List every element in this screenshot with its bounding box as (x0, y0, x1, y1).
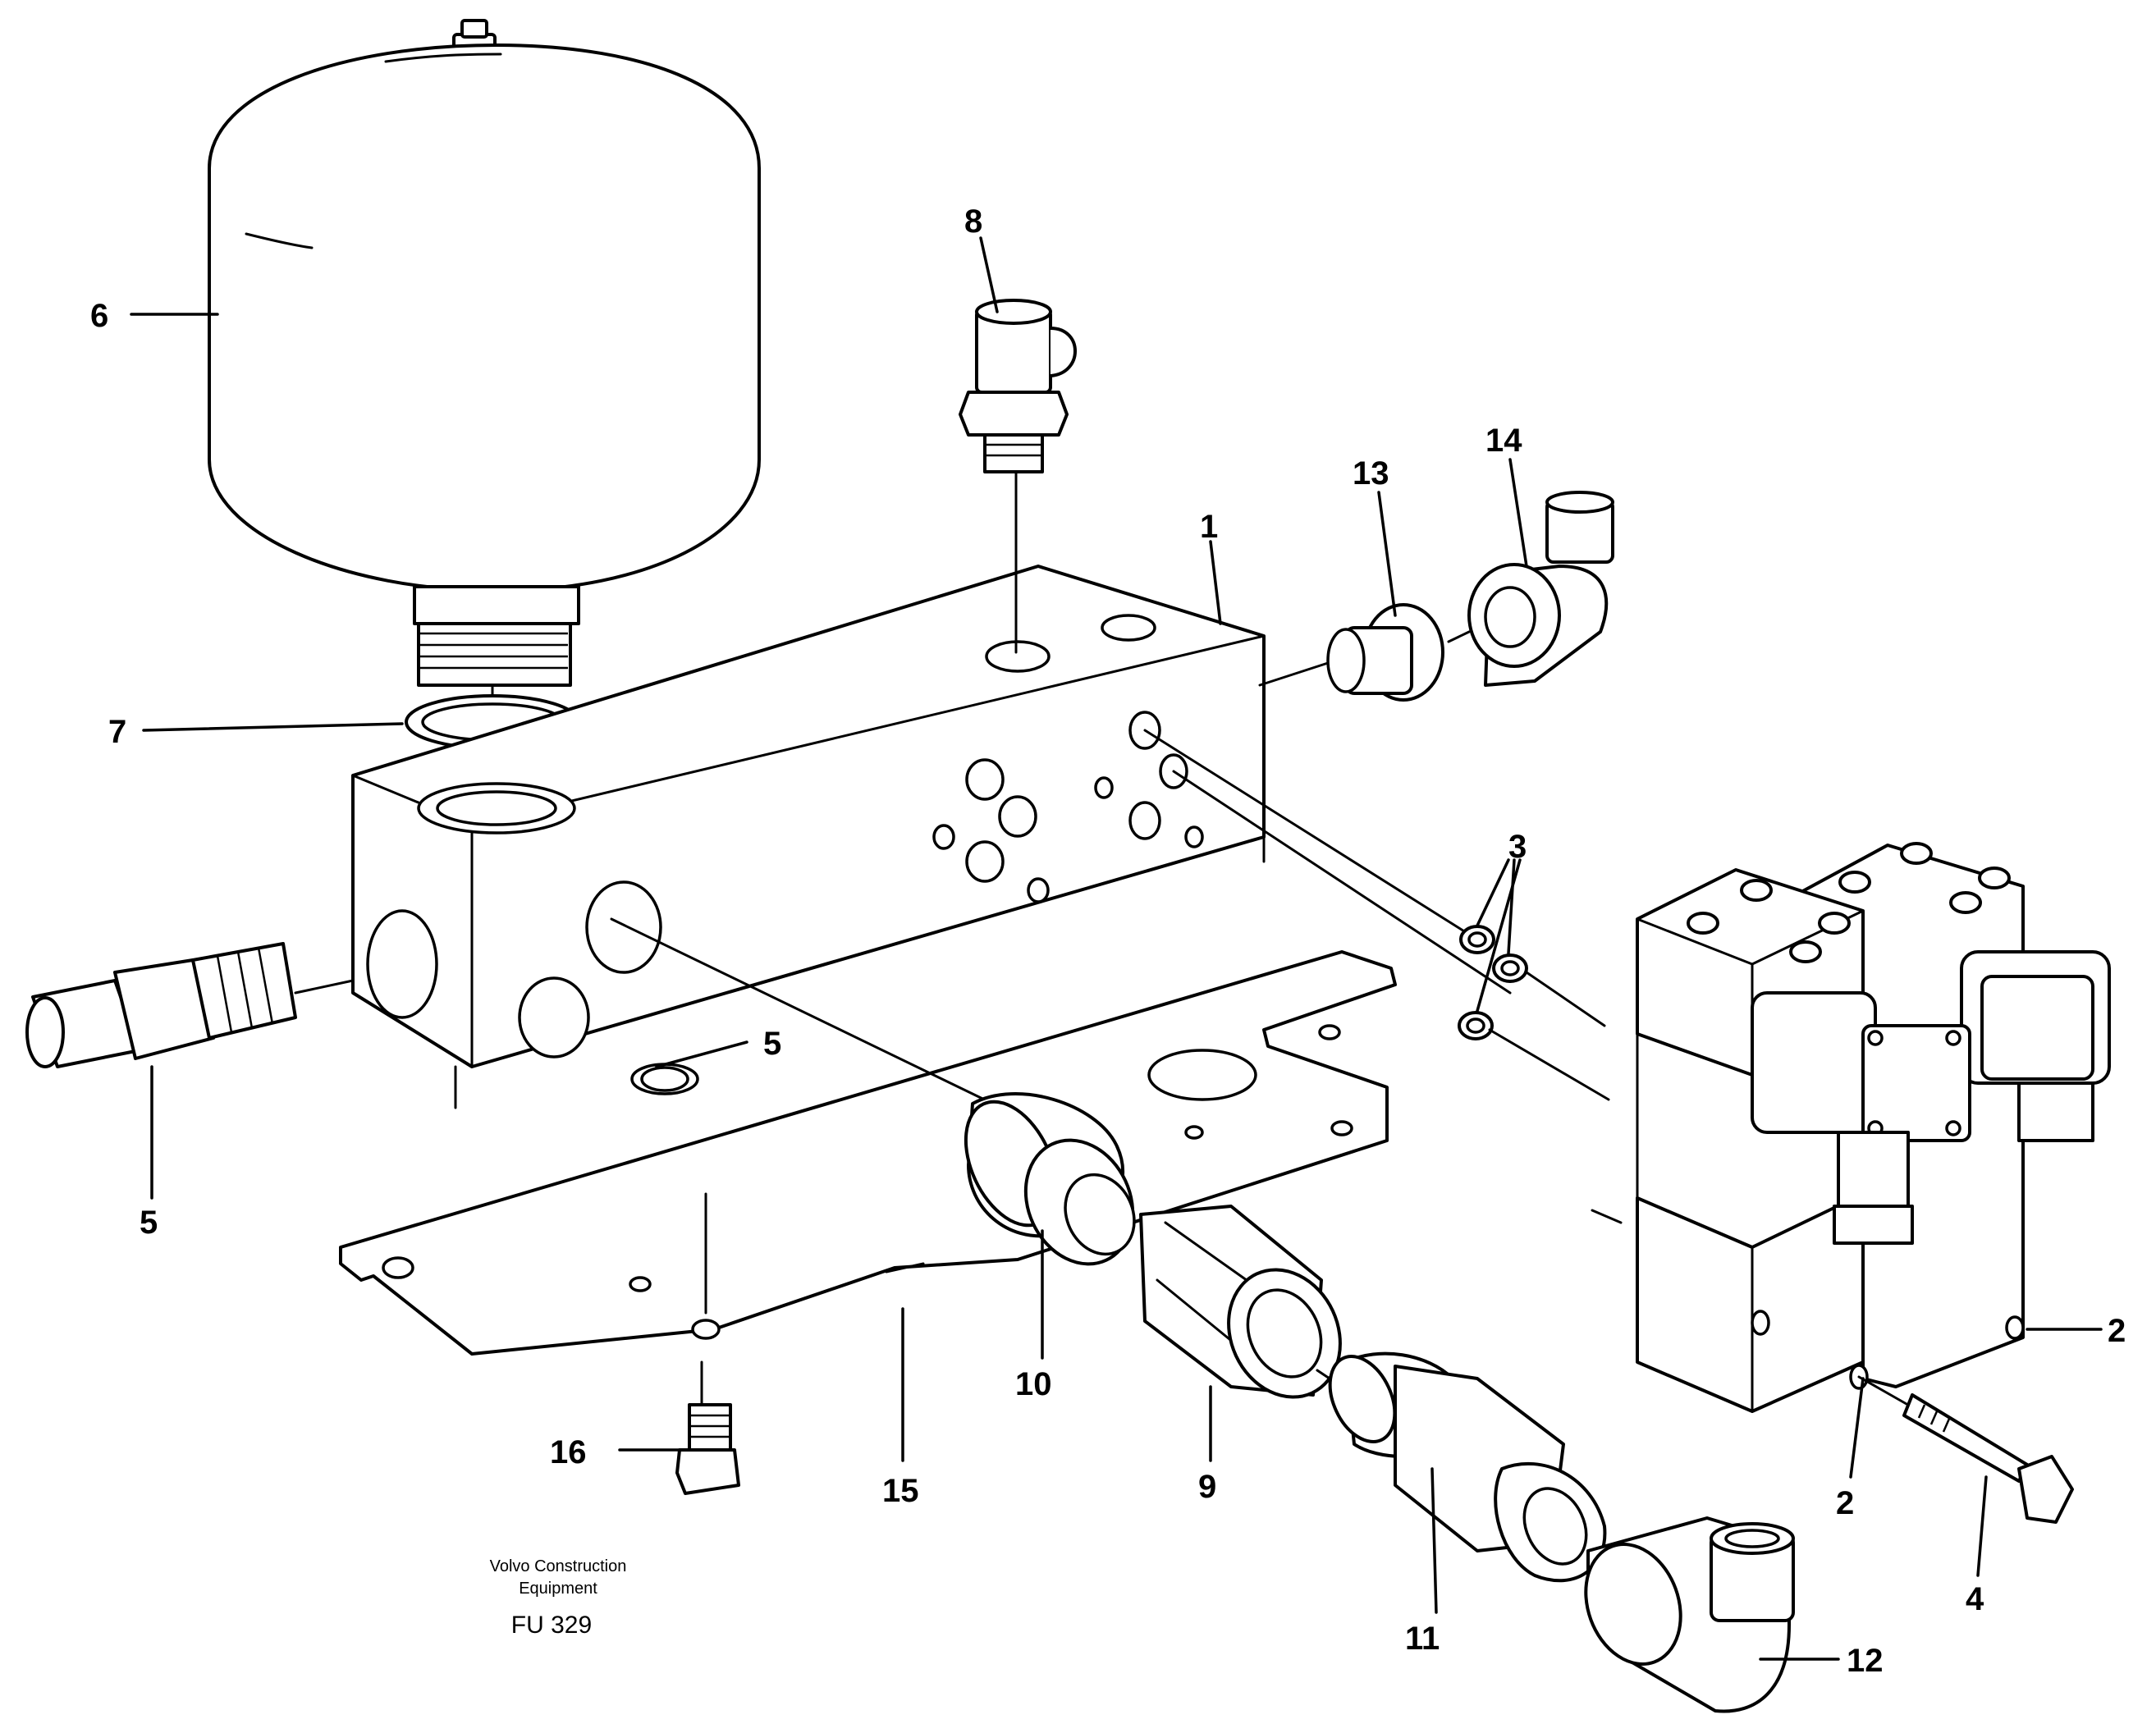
callout-16: 16 (550, 1434, 587, 1470)
callout-13: 13 (1353, 455, 1389, 492)
accumulator-part-6 (208, 19, 761, 826)
callout-8: 8 (964, 203, 982, 240)
callout-6: 6 (90, 298, 108, 334)
bolt-part-4 (1857, 1375, 2074, 1524)
pressure-sensor-part-8 (959, 299, 1077, 654)
callout-1: 1 (1200, 509, 1218, 545)
plug-part-5 (25, 942, 689, 1092)
callout-2-bottom: 2 (1836, 1485, 1854, 1521)
company-name-line2: Equipment (519, 1580, 597, 1598)
leader-lines (130, 236, 2103, 1661)
callout-4: 4 (1966, 1581, 1984, 1617)
callout-15: 15 (882, 1473, 919, 1509)
callout-2-right: 2 (2108, 1313, 2126, 1349)
coupling-nut-part-9 (1139, 1205, 1342, 1399)
callout-5-plug: 5 (140, 1205, 158, 1241)
callout-7: 7 (108, 714, 126, 750)
adapter-part-11 (1316, 1351, 1607, 1583)
footer-caption: Volvo Construction Equipment FU 329 (490, 1557, 627, 1639)
callout-3: 3 (1508, 829, 1527, 865)
callout-14: 14 (1485, 423, 1522, 459)
callout-labels: 1 2 2 3 4 5 5 6 7 8 9 10 11 12 13 14 15 … (90, 203, 2126, 1679)
mounting-plate-part-15 (339, 950, 1397, 1405)
elbow-part-14 (1447, 491, 1614, 687)
adapter-part-13 (1258, 603, 1444, 702)
callout-12: 12 (1847, 1643, 1884, 1679)
callout-5-block: 5 (763, 1026, 781, 1062)
callout-10: 10 (1015, 1366, 1052, 1402)
callout-11: 11 (1405, 1621, 1440, 1657)
callout-9: 9 (1198, 1469, 1216, 1505)
company-name-line1: Volvo Construction (490, 1557, 627, 1575)
nipple-part-10 (610, 917, 1136, 1266)
solenoid-valves-part-2 (1636, 842, 2111, 1413)
elbow-part-12 (1584, 1516, 1795, 1713)
screw-part-16 (675, 1403, 740, 1495)
o-rings-part-3 (1143, 729, 1623, 1224)
figure-code: FU 329 (511, 1612, 592, 1639)
